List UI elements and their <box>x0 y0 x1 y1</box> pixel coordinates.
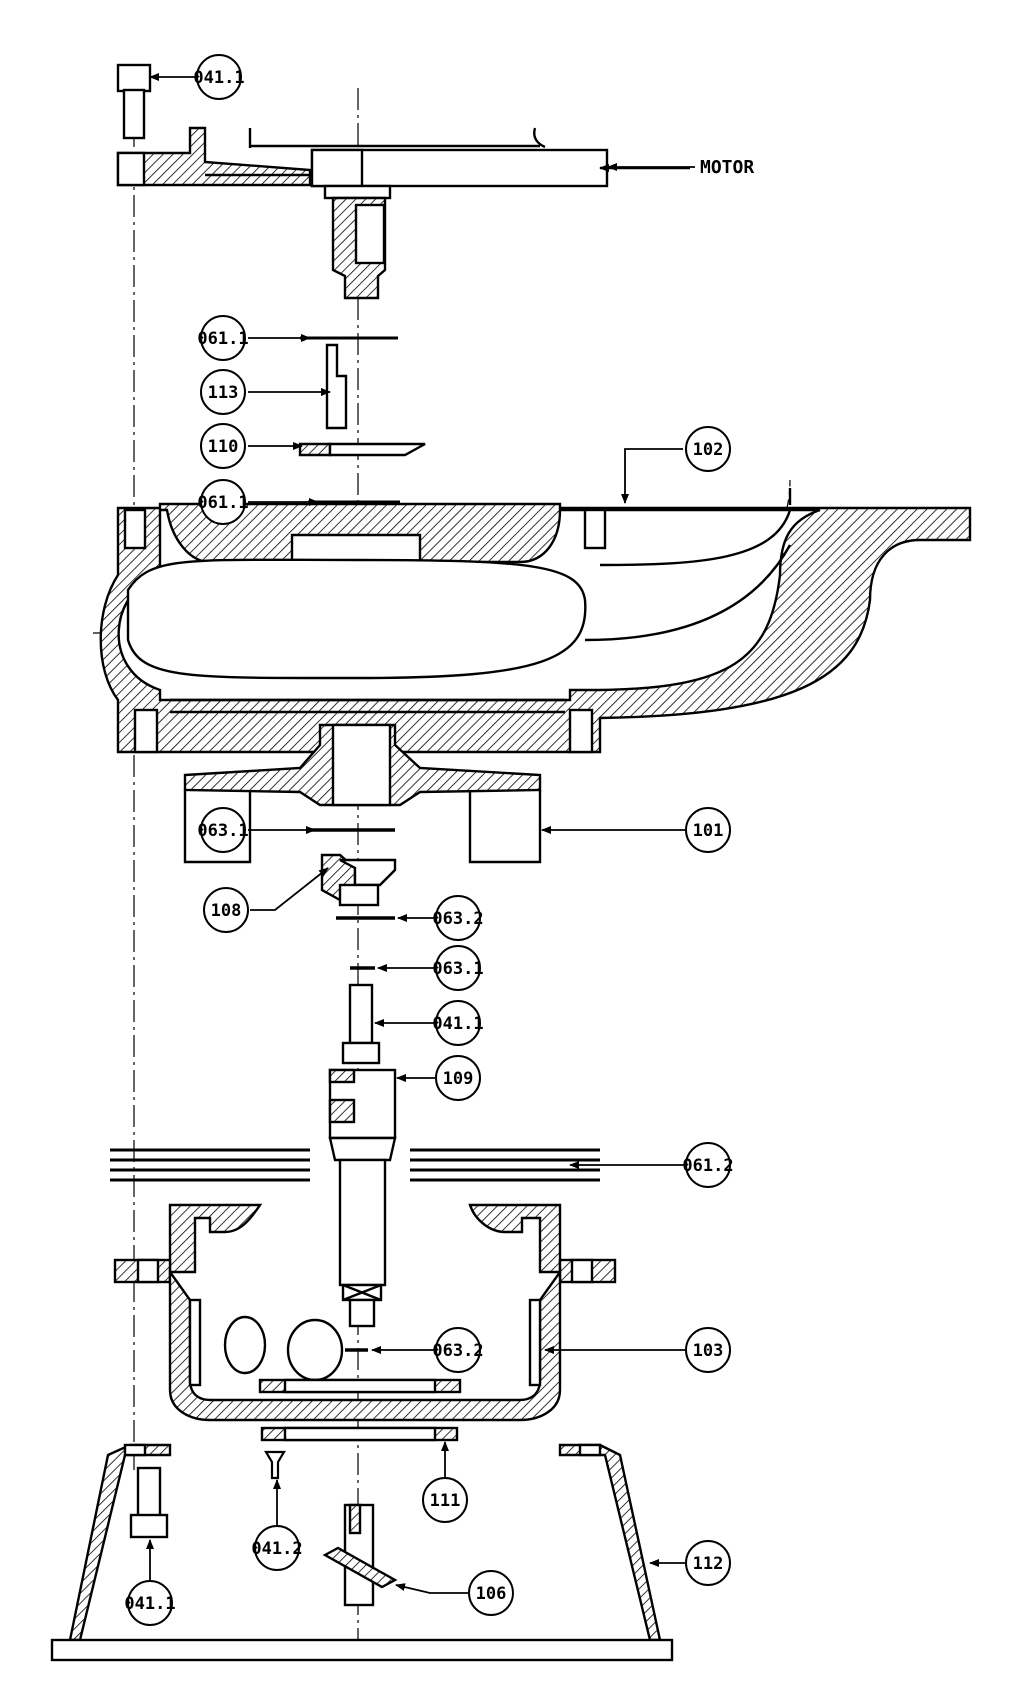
callout-label: 108 <box>211 901 242 921</box>
callout-0631-a: 063.1 <box>197 807 249 853</box>
callout-0412: 041.2 <box>251 1525 303 1571</box>
callout-109: 109 <box>435 1055 481 1101</box>
callout-label: 109 <box>443 1069 474 1089</box>
callout-label: 103 <box>693 1341 724 1361</box>
callout-label: 111 <box>430 1491 461 1511</box>
screw-041-2 <box>264 1450 286 1480</box>
callout-label: 063.2 <box>432 1341 483 1361</box>
callout-label: 041.1 <box>124 1594 175 1614</box>
callout-label: 063.1 <box>197 821 248 841</box>
callout-113: 113 <box>200 369 246 415</box>
callout-0411-bot: 041.1 <box>124 1580 176 1626</box>
callout-101: 101 <box>685 807 731 853</box>
callout-label: 113 <box>208 383 239 403</box>
callout-0631-b: 063.1 <box>432 945 484 991</box>
plate-111 <box>260 1426 459 1442</box>
callout-0411-mid: 041.1 <box>432 1000 484 1046</box>
callout-label: 063.2 <box>432 909 483 929</box>
callout-label: 041.1 <box>432 1014 483 1034</box>
leader-lines <box>146 73 695 1594</box>
callout-0632-b: 063.2 <box>432 1327 484 1373</box>
key-113 <box>325 343 348 430</box>
callout-label: 061.2 <box>682 1156 733 1176</box>
callout-label: 112 <box>693 1554 724 1574</box>
callout-label: 106 <box>476 1584 507 1604</box>
callout-0611-b: 061.1 <box>197 479 249 525</box>
callout-0632-a: 063.2 <box>432 895 484 941</box>
base-112 <box>50 1443 674 1662</box>
middle-bolt-041-1 <box>341 983 381 1065</box>
washer-110 <box>298 442 426 457</box>
callout-103: 103 <box>685 1327 731 1373</box>
callout-label: 110 <box>208 437 239 457</box>
shaft-109 <box>328 1068 397 1328</box>
callout-111: 111 <box>422 1477 468 1523</box>
callout-label: 061.1 <box>197 493 248 513</box>
impeller-101 <box>183 723 542 864</box>
pump-casing-103 <box>113 1203 617 1422</box>
top-bolt-041-1 <box>116 63 152 140</box>
motor-label: MOTOR <box>700 157 754 178</box>
callout-label: 102 <box>693 440 724 460</box>
motor-shaft <box>323 184 392 300</box>
callout-110: 110 <box>200 423 246 469</box>
callout-label: 061.1 <box>197 329 248 349</box>
callout-label: 041.2 <box>251 1539 302 1559</box>
callout-108: 108 <box>203 887 249 933</box>
callout-label: 041.1 <box>193 68 244 88</box>
bottom-bolt-041-1 <box>129 1466 169 1539</box>
callout-label: 063.1 <box>432 959 483 979</box>
callout-106: 106 <box>468 1570 514 1616</box>
motor-flange <box>116 126 690 188</box>
key-106 <box>322 1503 398 1607</box>
callout-0612: 061.2 <box>682 1142 734 1188</box>
volute-casing-102 <box>99 488 972 754</box>
nut-108 <box>320 853 397 907</box>
callout-102: 102 <box>685 426 731 472</box>
callout-label: 101 <box>693 821 724 841</box>
callout-0611-a: 061.1 <box>197 315 249 361</box>
callout-112: 112 <box>685 1540 731 1586</box>
shim-stack-061-2 <box>110 1148 600 1182</box>
callout-0411-top: 041.1 <box>193 54 245 100</box>
